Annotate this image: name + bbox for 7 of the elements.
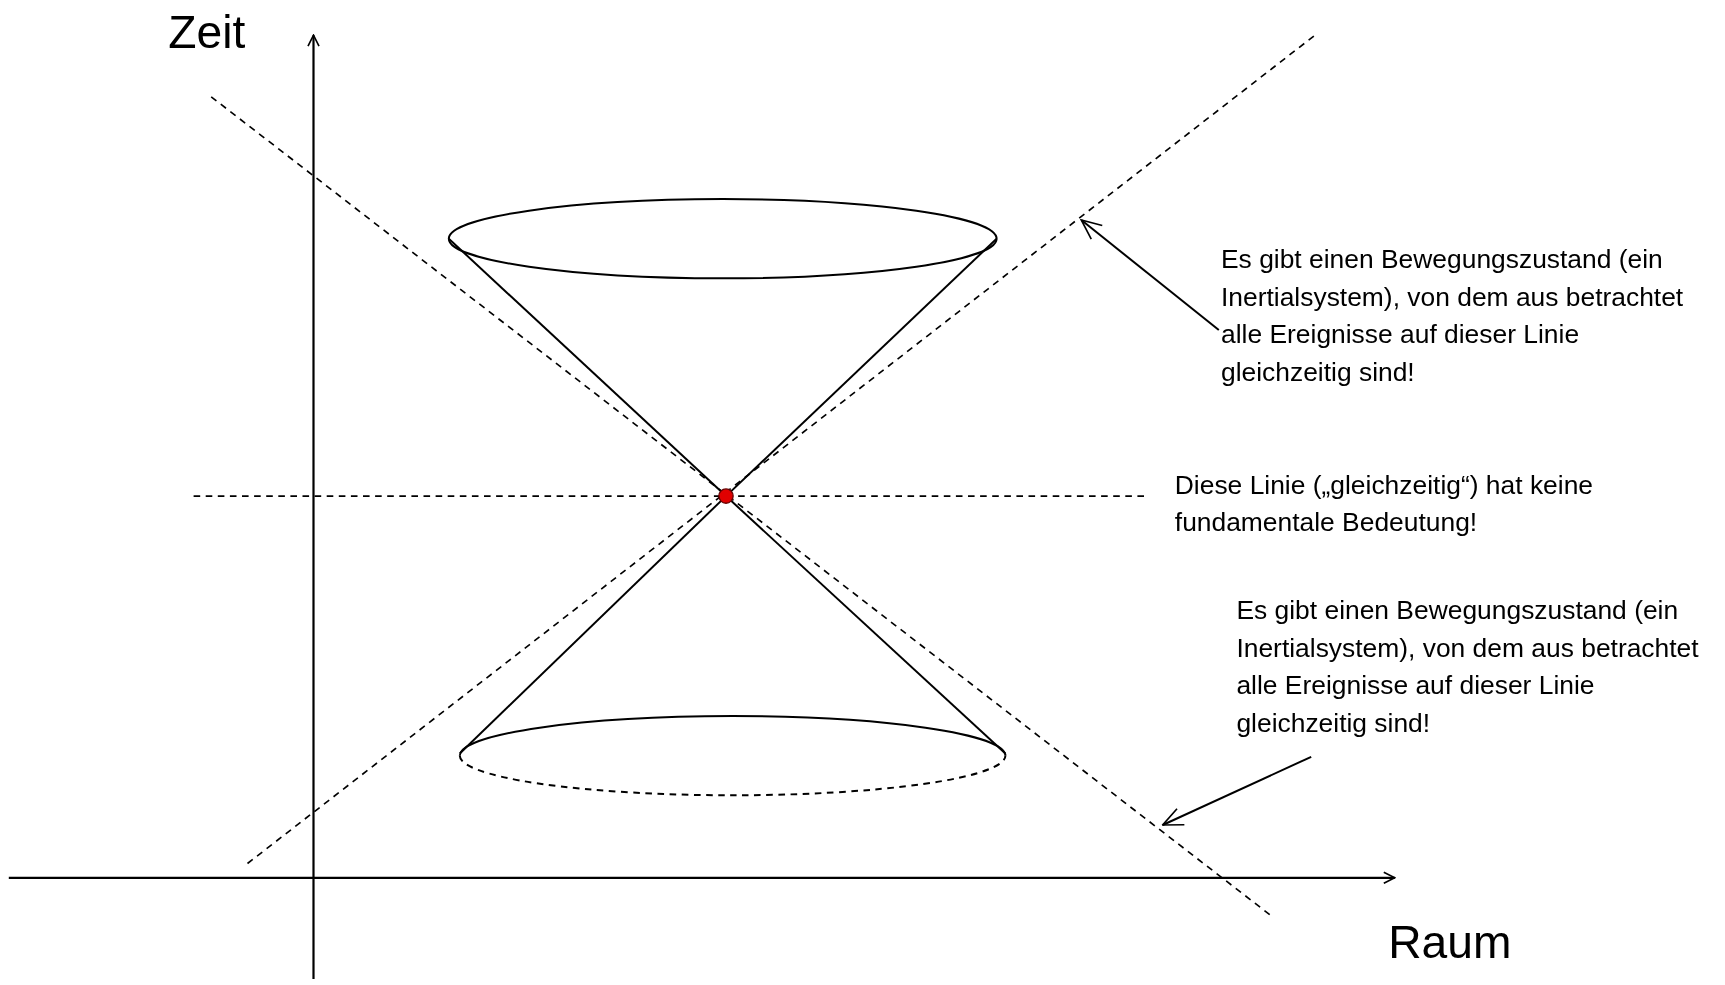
leader-arrow: [1161, 755, 1313, 826]
leader-arrow: [1080, 219, 1220, 331]
axis-label: Raum: [1388, 916, 1512, 970]
axis-label: Zeit: [168, 6, 246, 60]
annotation-text: Diese Linie („gleichzeitig“) hat keine fundamentale Bedeutung!: [1174, 468, 1594, 539]
annotation-text: Es gibt einen Bewegungszustand (ein Inertialsystem), von dem aus betrachtet alle Ereignisse auf dieser Linie gleichzeitig sind!: [1236, 591, 1721, 742]
annotation-text: Es gibt einen Bewegungszustand (ein Inertialsystem), von dem aus betrachtet alle Ereignisse auf dieser Linie gleichzeitig sind!: [1221, 240, 1705, 391]
